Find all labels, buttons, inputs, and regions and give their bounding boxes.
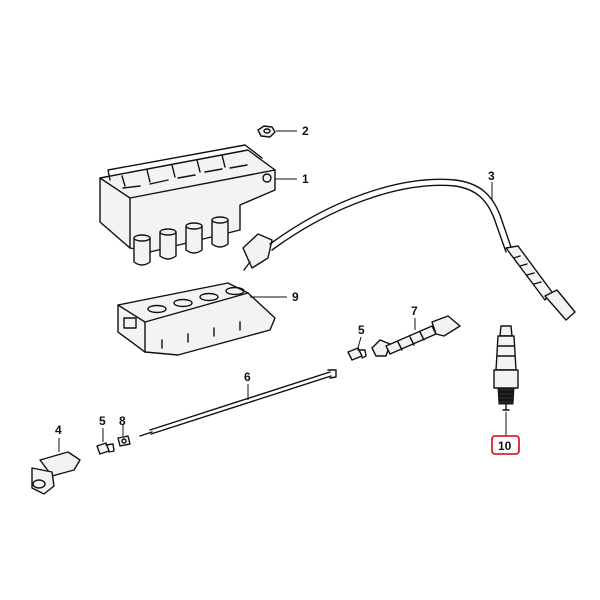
callout-label: 3 [488, 169, 495, 183]
callout-label: 6 [244, 370, 251, 384]
callout-5-lower: 5 [99, 414, 106, 442]
coil-tower-3 [185, 222, 203, 254]
callout-label: 4 [55, 423, 62, 437]
callout-label: 5 [99, 414, 106, 428]
callout-label: 2 [302, 124, 309, 138]
ignition-lead [242, 178, 576, 321]
coil-tower-4 [211, 216, 229, 248]
callout-label: 10 [498, 439, 512, 453]
highlight-box [491, 435, 520, 455]
callout-2: 2 [276, 124, 309, 138]
suppressor [117, 435, 131, 447]
terminal-upper [347, 347, 367, 361]
nut [257, 125, 276, 138]
coil-tower-2 [159, 228, 177, 260]
callout-7: 7 [411, 304, 418, 330]
callout-8: 8 [119, 414, 126, 436]
terminal-lower [96, 442, 115, 455]
ignition-cable [139, 369, 337, 437]
callout-1: 1 [275, 172, 309, 186]
callout-label: 8 [119, 414, 126, 428]
callout-label: 9 [292, 290, 299, 304]
callout-4: 4 [55, 423, 62, 452]
callout-6: 6 [244, 370, 251, 400]
callout-10: 10 [491, 412, 520, 455]
coil-tower-1 [133, 234, 151, 266]
callout-3: 3 [488, 169, 495, 200]
callout-5-upper: 5 [357, 323, 365, 349]
callout-label: 7 [411, 304, 418, 318]
plug-boot [31, 451, 81, 495]
spark-plug [493, 325, 519, 411]
callout-9: 9 [250, 290, 299, 304]
ignition-coil-pack [99, 144, 276, 266]
callout-label: 1 [302, 172, 309, 186]
callout-label: 5 [358, 323, 365, 337]
coil-cover [117, 282, 276, 356]
spark-plug-connector [371, 315, 461, 357]
